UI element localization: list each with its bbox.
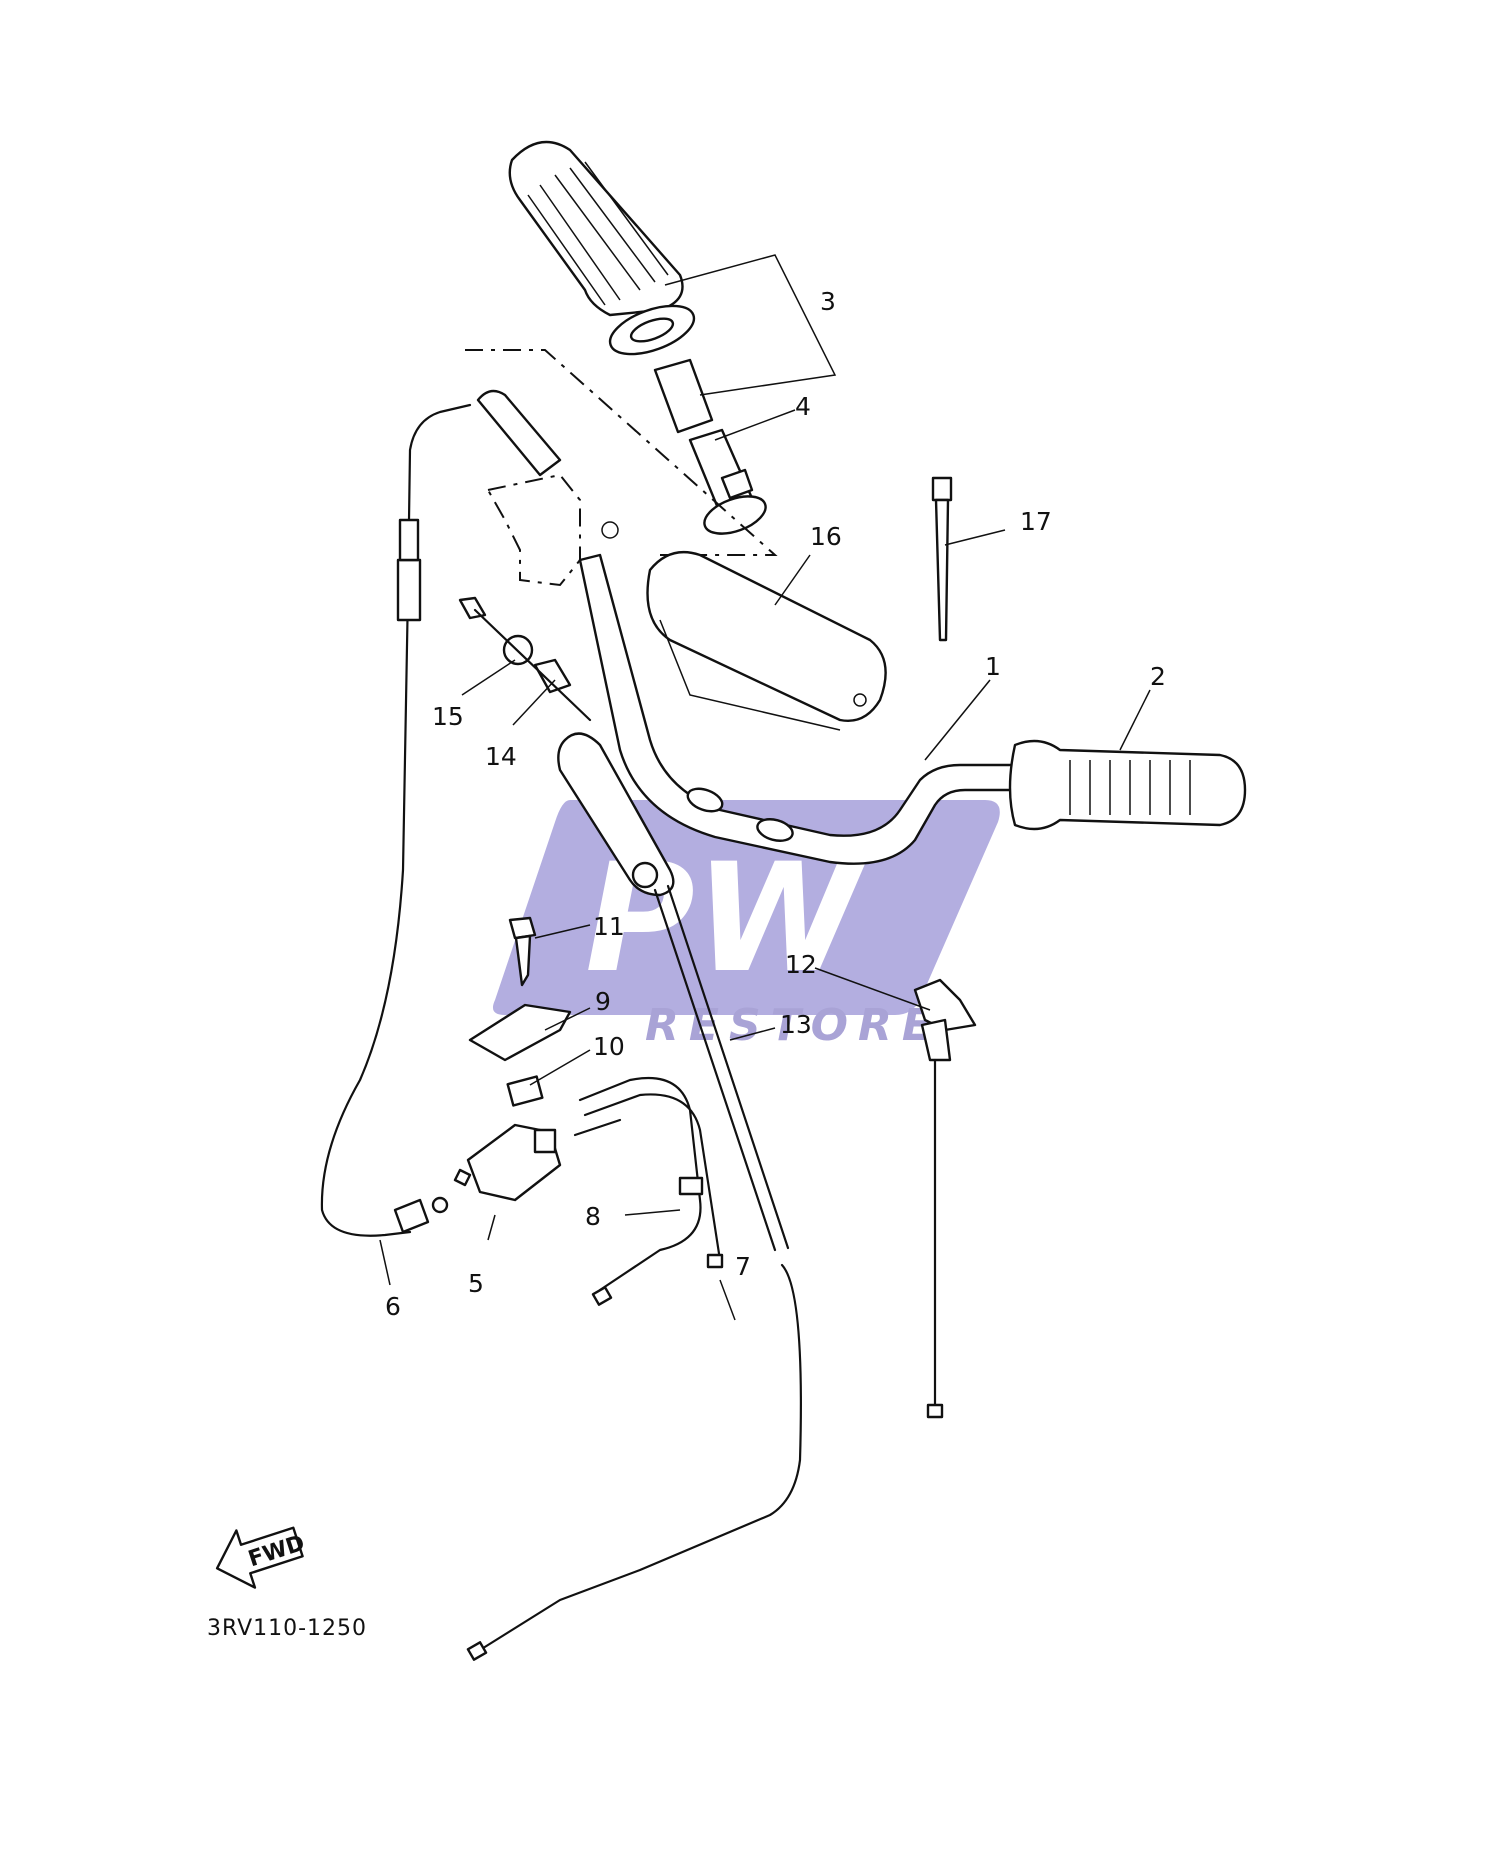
callout-7: 7: [735, 1252, 751, 1281]
switch-assembly: [393, 1123, 562, 1234]
callout-1: 1: [985, 652, 1001, 681]
switch-wires: [573, 1076, 724, 1306]
right-grip: [1008, 739, 1247, 831]
fwd-arrow: FWD: [215, 1526, 308, 1589]
callout-5: 5: [468, 1269, 484, 1298]
assembly-bracket: [465, 349, 778, 556]
choke-lever: [913, 978, 977, 1419]
throttle-housing: [476, 389, 619, 587]
adjuster-cable: [458, 596, 592, 722]
left-grip: [508, 140, 696, 356]
callout-11: 11: [593, 912, 625, 941]
throttle-cable: [320, 403, 472, 1237]
callout-14: 14: [485, 742, 517, 771]
brake-lever: [557, 732, 675, 897]
callout-8: 8: [585, 1202, 601, 1231]
screw: [508, 916, 537, 987]
callout-13: 13: [780, 1010, 812, 1039]
brake-cable: [653, 884, 790, 1252]
callout-10: 10: [593, 1032, 625, 1061]
leader-lines: [379, 254, 1151, 1321]
diagram-code: 3RV110-1250: [207, 1616, 367, 1641]
callout-17: 17: [1020, 507, 1052, 536]
callout-12: 12: [785, 950, 817, 979]
cover-plate: [468, 1003, 572, 1062]
watermark-sub-text: RESTORE: [645, 1000, 942, 1051]
clamp: [506, 1075, 544, 1107]
callout-16: 16: [810, 522, 842, 551]
callout-3: 3: [820, 287, 836, 316]
callout-2: 2: [1150, 662, 1166, 691]
handlebar-pad: [646, 550, 887, 731]
callouts: 1 2 3 4 5 6 7 8 9 10 11 12 13 14 15 16 1…: [385, 287, 1166, 1321]
callout-6: 6: [385, 1292, 401, 1321]
callout-4: 4: [795, 392, 811, 421]
brake-cable-lower: [478, 1263, 802, 1652]
callout-9: 9: [595, 987, 611, 1016]
cable-tie: [931, 476, 953, 642]
callout-15: 15: [432, 702, 464, 731]
